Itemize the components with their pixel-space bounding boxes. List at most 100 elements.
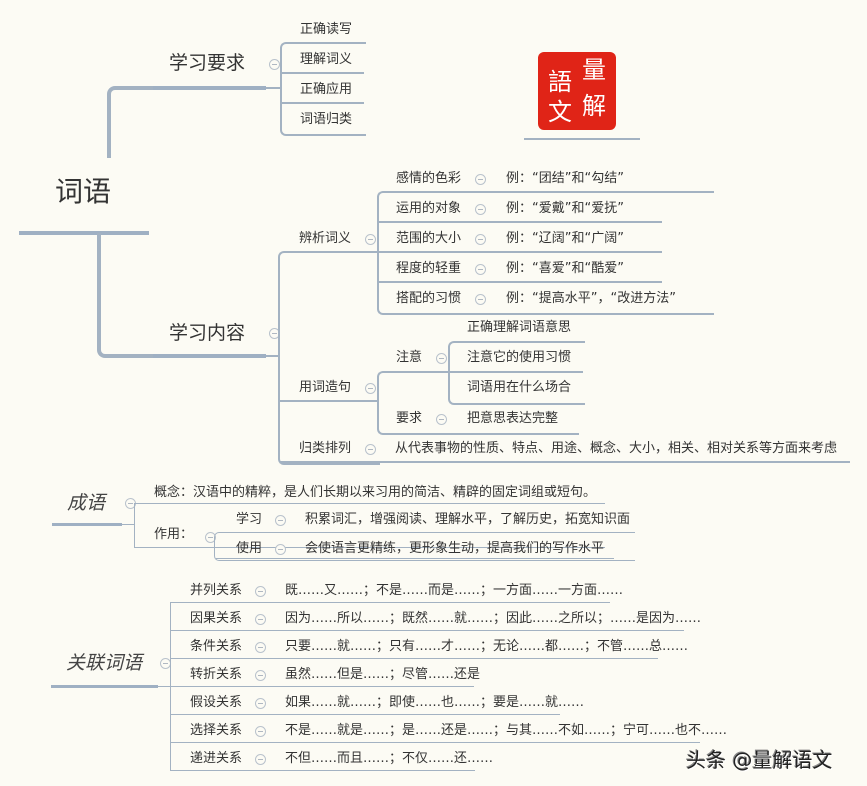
divider [170,770,475,771]
connector-content [97,233,171,358]
node-usage[interactable]: 用词造句 [299,380,352,395]
divider [170,714,560,715]
analysis-example[interactable]: 例：“提高水平”，“改进方法” [506,291,676,306]
collapse-icon[interactable] [365,383,376,394]
divider [379,251,662,253]
conj-text[interactable]: 不但……而且……；不仅……还…… [285,751,494,766]
attention-item[interactable]: 注意它的使用习惯 [467,350,572,365]
connector [122,524,134,525]
conj-label[interactable]: 转折关系 [190,667,243,682]
connector [266,87,280,89]
bracket-idiom [134,503,605,548]
conj-label[interactable]: 选择关系 [190,723,243,738]
analysis-label[interactable]: 程度的轻重 [396,261,462,276]
collapse-icon[interactable] [255,670,266,681]
topic-content-underline [153,354,266,358]
divider [170,658,658,659]
analysis-label[interactable]: 范围的大小 [396,231,462,246]
node-attention[interactable]: 注意 [396,350,423,365]
topic-requirements-underline [153,86,266,90]
requirement-item[interactable]: 正确应用 [300,82,353,97]
node-function[interactable]: 作用： [154,527,194,542]
conj-label[interactable]: 递进关系 [190,751,243,766]
collapse-icon[interactable] [475,174,486,185]
seal-logo: 量 解 語 文 [538,52,616,130]
connector-requirements [107,86,171,158]
topic-conjunctions-underline [51,685,158,688]
collapse-icon[interactable] [365,444,376,455]
collapse-icon[interactable] [205,532,216,543]
requirement-item[interactable]: 正确读写 [300,22,353,37]
collapse-icon[interactable] [255,754,266,765]
idiom-concept[interactable]: 概念：汉语中的精粹，是人们长期以来习用的简洁、精辟的固定词组或短句。 [154,485,597,500]
connector [158,686,170,687]
bracket-function [214,532,635,561]
function-label[interactable]: 使用 [236,541,263,556]
analysis-example[interactable]: 例：“团结”和“勾结” [506,171,624,186]
divider [216,558,614,559]
node-classify[interactable]: 归类排列 [299,441,352,456]
analysis-label[interactable]: 搭配的习惯 [396,291,462,306]
collapse-icon[interactable] [269,59,280,70]
conj-text[interactable]: 既……又……；不是……而是……；一方面……一方面…… [285,583,624,598]
divider [170,630,684,631]
function-text[interactable]: 积累词汇，增强阅读、理解水平，了解历史，拓宽知识面 [305,512,631,527]
collapse-icon[interactable] [365,234,376,245]
bracket-requirements [280,42,366,136]
conj-label[interactable]: 条件关系 [190,639,243,654]
root-topic[interactable]: 词语 [55,175,112,208]
node-requirement[interactable]: 要求 [396,411,423,426]
divider [282,102,364,104]
conj-text[interactable]: 虽然……但是……；尽管……还是 [285,667,481,682]
attention-item[interactable]: 词语用在什么场合 [467,380,572,395]
classify-text[interactable]: 从代表事物的性质、特点、用途、概念、大小，相关、相对关系等方面来考虑 [395,441,838,456]
divider [170,742,700,743]
analysis-label[interactable]: 运用的对象 [396,201,462,216]
collapse-icon[interactable] [255,698,266,709]
collapse-icon[interactable] [275,544,286,555]
requirement-text[interactable]: 把意思表达完整 [467,411,559,426]
analysis-example[interactable]: 例：“爱戴”和“爱抚” [506,201,624,216]
analysis-example[interactable]: 例：“喜爱”和“酷爱” [506,261,624,276]
divider [379,281,662,283]
topic-content[interactable]: 学习内容 [169,322,246,344]
collapse-icon[interactable] [475,204,486,215]
requirement-item[interactable]: 词语归类 [300,112,353,127]
divider [170,686,474,687]
collapse-icon[interactable] [475,264,486,275]
conj-text[interactable]: 如果……就……；即使……也……；要是……就…… [285,695,585,710]
collapse-icon[interactable] [255,586,266,597]
function-text[interactable]: 会使语言更精练，更形象生动，提高我们的写作水平 [305,541,605,556]
analysis-example[interactable]: 例：“辽阔”和“广阔” [506,231,624,246]
conj-label[interactable]: 假设关系 [190,695,243,710]
collapse-icon[interactable] [436,414,447,425]
divider [282,72,364,74]
collapse-icon[interactable] [475,234,486,245]
collapse-icon[interactable] [255,614,266,625]
topic-idiom-underline [52,523,122,526]
collapse-icon[interactable] [475,294,486,305]
node-analysis[interactable]: 辨析词义 [299,231,352,246]
bracket-attention [448,341,585,405]
collapse-icon[interactable] [255,726,266,737]
analysis-label[interactable]: 感情的色彩 [396,171,462,186]
seal-char: 解 [582,92,606,120]
attention-item[interactable]: 正确理解词语意思 [467,320,572,335]
function-label[interactable]: 学习 [236,512,263,527]
topic-conjunctions[interactable]: 关联词语 [66,652,143,674]
requirement-item[interactable]: 理解词义 [300,52,353,67]
conj-label[interactable]: 并列关系 [190,583,243,598]
collapse-icon[interactable] [275,515,286,526]
divider [170,602,610,603]
conj-label[interactable]: 因果关系 [190,611,243,626]
topic-requirements[interactable]: 学习要求 [169,52,246,74]
collapse-icon[interactable] [436,353,447,364]
topic-idiom[interactable]: 成语 [67,492,106,514]
seal-char: 量 [582,56,606,84]
conj-text[interactable]: 不是……就是……；是……还是……；与其……不如……；宁可……也不…… [285,723,728,738]
divider [379,221,662,223]
collapse-icon[interactable] [255,642,266,653]
conj-text[interactable]: 因为……所以……；既然……就……；因此……之所以；……是因为…… [285,611,702,626]
conj-text[interactable]: 只要……就……；只有……才……；无论……都……；不管……总…… [285,639,689,654]
divider [450,371,583,373]
